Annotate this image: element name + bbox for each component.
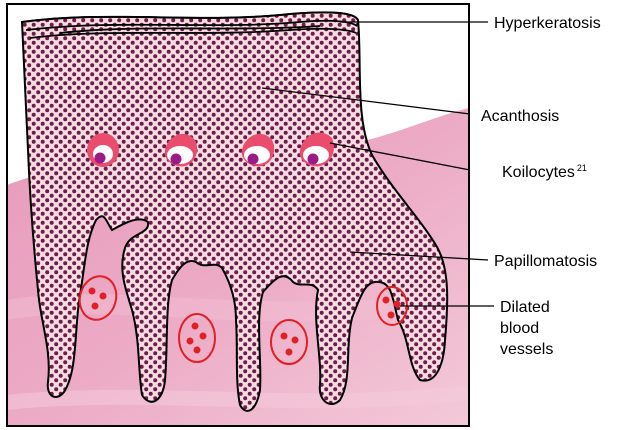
label-papillomatosis: Papillomatosis — [494, 253, 597, 270]
label-hyperkeratosis: Hyperkeratosis — [494, 15, 601, 32]
label-acanthosis: Acanthosis — [481, 108, 559, 125]
label-koilocytes-text: Koilocytes — [502, 164, 575, 181]
label-koilocytes-reference: 21 — [577, 163, 587, 173]
label-dilated-line1: Dilated — [500, 299, 550, 316]
label-dilated-line3: vessels — [500, 341, 553, 358]
label-dilated-line2: blood — [500, 320, 539, 337]
koilocyte — [87, 133, 119, 167]
